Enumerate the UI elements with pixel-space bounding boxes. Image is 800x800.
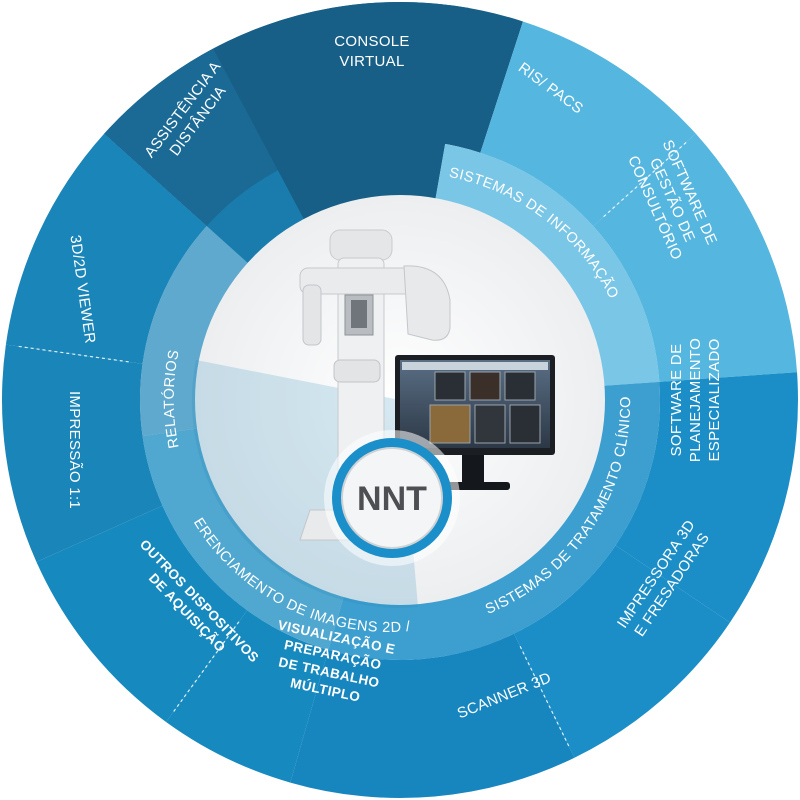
- segment-outros-dispositivos: [36, 505, 248, 722]
- segment-visualizacao: [166, 610, 329, 783]
- ring-sistemas-informacao: [435, 143, 660, 386]
- center-hub: NNT: [191, 195, 605, 608]
- label-console-virtual: CONSOLE VIRTUAL: [334, 33, 409, 70]
- segment-impressao: [2, 344, 163, 562]
- monitor-image: [395, 355, 555, 490]
- segment-viewer: [5, 133, 207, 364]
- segment-impressora: [513, 545, 730, 758]
- label-line: IMPRESSÃO 1:1: [66, 391, 83, 509]
- segment-ris-pacs: [480, 21, 696, 227]
- divider-line: [519, 646, 570, 748]
- divider-line: [172, 621, 240, 713]
- nnt-logo-text: NNT: [357, 480, 427, 518]
- label-line: PLANEJAMENTO: [687, 338, 704, 462]
- segment-scanner: [290, 633, 575, 798]
- nnt-logo: NNT: [324, 430, 460, 566]
- divider-line: [603, 141, 688, 218]
- segment-software-gestao: [593, 133, 798, 382]
- inner-group-ring: [139, 143, 660, 660]
- label-line: SOFTWARE DE: [668, 344, 685, 457]
- ring-gerenciamento-imagens: [142, 428, 345, 650]
- label-impressao: IMPRESSÃO 1:1: [66, 391, 83, 509]
- label-line: ESPECIALIZADO: [706, 338, 723, 461]
- group-label-relatorios: RELATÓRIOS: [161, 348, 183, 449]
- divider-line: [17, 345, 129, 363]
- segment-dividers: [17, 141, 688, 748]
- label-line: VIRTUAL: [339, 53, 404, 70]
- label-line: CONSOLE: [334, 33, 409, 50]
- ring-sistemas-tratamento: [328, 381, 660, 660]
- segment-software-planejamento: [615, 372, 798, 623]
- ring-relatorios: [139, 170, 305, 437]
